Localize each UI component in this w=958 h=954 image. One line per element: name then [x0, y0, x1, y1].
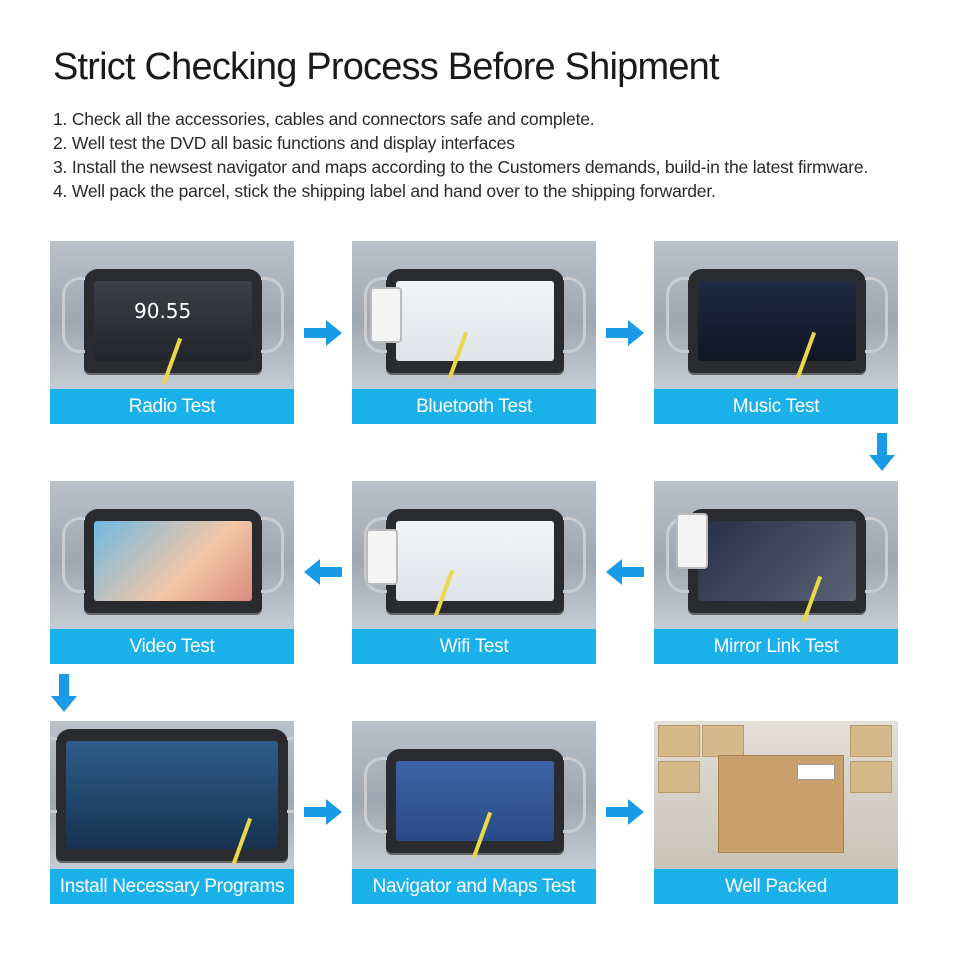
- music-test-card: Music Test: [654, 241, 898, 424]
- video-test-photo: [50, 481, 294, 629]
- navigator-maps-test-caption: Navigator and Maps Test: [352, 869, 596, 904]
- arrow-right-icon: [304, 799, 342, 825]
- bluetooth-test-photo: [352, 241, 596, 389]
- arrow-right-icon: [606, 799, 644, 825]
- wifi-test-photo: [352, 481, 596, 629]
- arrow-right-icon: [304, 320, 342, 346]
- video-test-caption: Video Test: [50, 629, 294, 664]
- mirror-link-test-caption: Mirror Link Test: [654, 629, 898, 664]
- video-test-card: Video Test: [50, 481, 294, 664]
- mirror-link-test-card: Mirror Link Test: [654, 481, 898, 664]
- radio-test-photo: 90.55: [50, 241, 294, 389]
- step-item: 2. Well test the DVD all basic functions…: [53, 133, 515, 153]
- install-programs-photo: [50, 721, 294, 869]
- wifi-test-caption: Wifi Test: [352, 629, 596, 664]
- arrow-right-icon: [606, 320, 644, 346]
- music-test-photo: [654, 241, 898, 389]
- mirror-link-test-photo: [654, 481, 898, 629]
- install-programs-caption: Install Necessary Programs: [50, 869, 294, 904]
- arrow-left-icon: [606, 559, 644, 585]
- step-item: 3. Install the newsest navigator and map…: [53, 157, 869, 177]
- arrow-down-icon: [51, 674, 77, 712]
- page-title: Strict Checking Process Before Shipment: [53, 46, 720, 88]
- steps-list: 1. Check all the accessories, cables and…: [53, 107, 868, 203]
- radio-test-card: 90.55 Radio Test: [50, 241, 294, 424]
- step-item: 1. Check all the accessories, cables and…: [53, 109, 595, 129]
- arrow-left-icon: [304, 559, 342, 585]
- radio-frequency: 90.55: [134, 299, 192, 323]
- arrow-down-icon: [869, 433, 895, 471]
- bluetooth-test-card: Bluetooth Test: [352, 241, 596, 424]
- well-packed-photo: [654, 721, 898, 869]
- wifi-test-card: Wifi Test: [352, 481, 596, 664]
- well-packed-caption: Well Packed: [654, 869, 898, 904]
- bluetooth-test-caption: Bluetooth Test: [352, 389, 596, 424]
- radio-test-caption: Radio Test: [50, 389, 294, 424]
- install-programs-card: Install Necessary Programs: [50, 721, 294, 904]
- navigator-maps-test-card: Navigator and Maps Test: [352, 721, 596, 904]
- parcel-box: [718, 755, 844, 853]
- music-test-caption: Music Test: [654, 389, 898, 424]
- navigator-maps-test-photo: [352, 721, 596, 869]
- step-item: 4. Well pack the parcel, stick the shipp…: [53, 181, 716, 201]
- well-packed-card: Well Packed: [654, 721, 898, 904]
